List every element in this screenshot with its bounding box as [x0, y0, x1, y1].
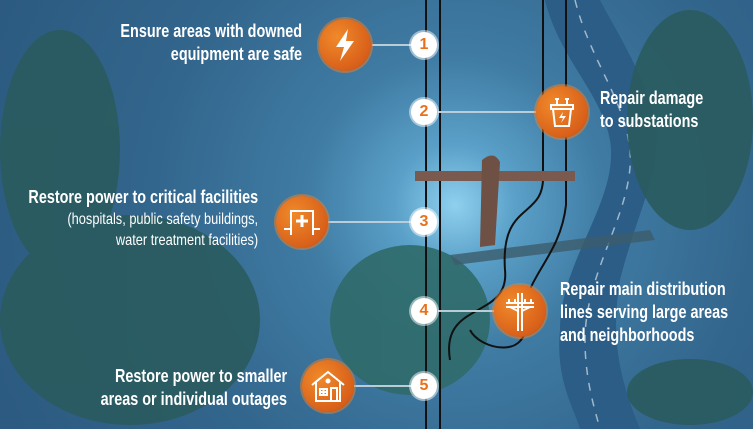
step-badge-3: 3	[411, 209, 437, 235]
step-5-text: Restore power to smaller areas or indivi…	[101, 365, 287, 411]
step-4-line: lines serving large areas	[560, 302, 729, 322]
step-2-line: to substations	[600, 111, 699, 131]
road-center-line	[574, 0, 632, 429]
connector-4	[438, 310, 494, 312]
step-1-text: Ensure areas with downed equipment are s…	[120, 20, 302, 66]
connector-3	[328, 221, 412, 223]
step-4-line: Repair main distribution	[560, 279, 726, 299]
step-2-line: Repair damage	[600, 88, 704, 108]
step-4-line: and neighborhoods	[560, 325, 695, 345]
step-3-subline: (hospitals, public safety buildings,	[67, 211, 258, 228]
utility-pole-icon	[494, 285, 546, 337]
step-3-subline: water treatment facilities)	[115, 232, 258, 249]
step-badge-4: 4	[411, 298, 437, 324]
step-3-text: Restore power to critical facilities (ho…	[28, 186, 258, 251]
pole	[480, 155, 500, 247]
connector-2	[438, 111, 536, 113]
hospital-icon	[276, 196, 328, 248]
step-1-line: Ensure areas with downed	[120, 21, 302, 41]
step-4-text: Repair main distribution lines serving l…	[560, 278, 728, 347]
step-badge-2: 2	[411, 99, 437, 125]
substation-icon	[536, 86, 588, 138]
connector-5	[354, 385, 412, 387]
house-icon	[302, 360, 354, 412]
step-1-line: equipment are safe	[170, 44, 302, 64]
step-5-line: areas or individual outages	[100, 389, 287, 409]
step-3-line: Restore power to critical facilities	[28, 187, 258, 207]
step-2-text: Repair damage to substations	[600, 87, 703, 133]
lightning-icon	[319, 19, 371, 71]
step-5-line: Restore power to smaller	[114, 366, 287, 386]
step-badge-5: 5	[411, 373, 437, 399]
step-badge-1: 1	[411, 32, 437, 58]
connector-1	[372, 44, 412, 46]
